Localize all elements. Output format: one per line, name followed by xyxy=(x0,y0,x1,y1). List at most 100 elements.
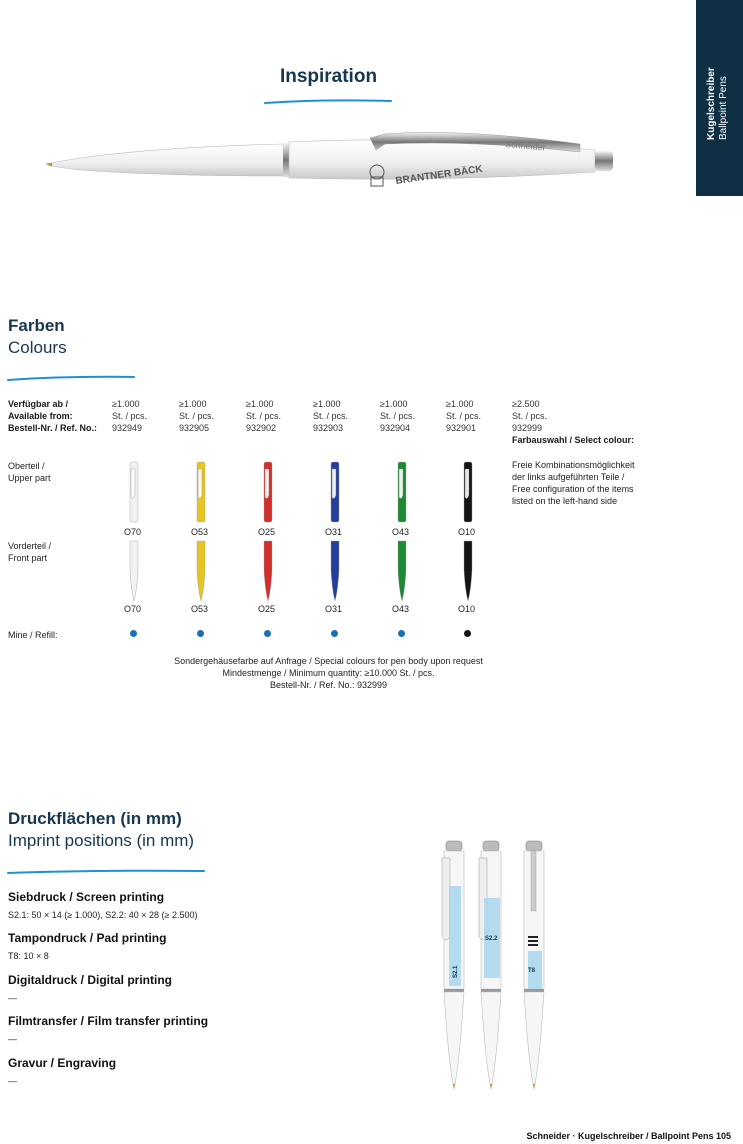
page-footer: Schneider · Kugelschreiber / Ballpoint P… xyxy=(526,1131,731,1141)
label-available-en: Available from: xyxy=(8,411,73,421)
colour-unit: St. / pcs. xyxy=(313,411,349,421)
select-heading: Farbauswahl / Select colour: xyxy=(512,435,635,445)
label-ref: Bestell-Nr. / Ref. No.: xyxy=(8,423,98,433)
imprint-method-pad: Tampondruck / Pad printing xyxy=(8,931,167,945)
special-colours-note: Sondergehäusefarbe auf Anfrage / Special… xyxy=(0,655,657,691)
refill-dot xyxy=(130,630,137,637)
note-line: Bestell-Nr. / Ref. No.: 932999 xyxy=(269,680,388,690)
front-part-O70 xyxy=(129,540,139,602)
colour-ref: 932905 xyxy=(179,423,210,433)
select-unit: St. / pcs. xyxy=(512,411,548,421)
colour-qty: ≥1.000 xyxy=(446,399,474,409)
colour-unit: St. / pcs. xyxy=(380,411,416,421)
select-line: der links aufgeführten Teile / xyxy=(512,472,625,482)
imprint-zone-label: S2.1 xyxy=(453,965,459,978)
colours-underline xyxy=(7,375,135,381)
colours-title: Farben xyxy=(8,316,65,335)
front-code: O70 xyxy=(124,604,142,614)
section-side-tab: Kugelschreiber Ballpoint Pens xyxy=(696,0,743,196)
front-part-O31 xyxy=(330,540,340,602)
colour-unit: St. / pcs. xyxy=(246,411,282,421)
front-code: O10 xyxy=(458,604,476,614)
label-front-en: Front part xyxy=(8,553,48,563)
upper-code: O43 xyxy=(392,527,410,537)
front-part-O53 xyxy=(196,540,206,602)
front-code: O31 xyxy=(325,604,343,614)
upper-code: O10 xyxy=(458,527,476,537)
colour-ref: 932901 xyxy=(446,423,477,433)
colour-ref: 932903 xyxy=(313,423,344,433)
front-code: O43 xyxy=(392,604,410,614)
note-line: Mindestmenge / Minimum quantity: ≥10.000… xyxy=(222,668,435,678)
colour-qty: ≥1.000 xyxy=(179,399,207,409)
availability-labels: Verfügbar ab / Available from: Bestell-N… xyxy=(8,398,97,434)
upper-part-O25 xyxy=(263,461,273,523)
imprint-method-digital: Digitaldruck / Digital printing xyxy=(8,973,173,987)
colour-qty: ≥1.000 xyxy=(380,399,408,409)
front-code: O25 xyxy=(258,604,276,614)
select-ref: 932999 xyxy=(512,423,543,433)
imprint-detail-film: — xyxy=(8,1034,17,1044)
upper-code: O70 xyxy=(124,527,142,537)
refill-dot xyxy=(331,630,338,637)
colour-ref: 932902 xyxy=(246,423,277,433)
refill-dot xyxy=(464,630,471,637)
imprint-zone-T8 xyxy=(528,951,542,989)
colour-qty: ≥1.000 xyxy=(246,399,274,409)
front-code: O53 xyxy=(191,604,209,614)
colour-ref: 932949 xyxy=(112,423,143,433)
upper-part-O10 xyxy=(463,461,473,523)
label-front-de: Vorderteil / xyxy=(8,541,52,551)
colour-ref: 932904 xyxy=(380,423,411,433)
refill-dot xyxy=(264,630,271,637)
colour-qty: ≥1.000 xyxy=(313,399,341,409)
imprint-method-screen: Siebdruck / Screen printing xyxy=(8,890,165,904)
imprint-zone-S2.1 xyxy=(449,886,461,986)
side-tab-subtitle: Ballpoint Pens xyxy=(717,76,729,140)
select-colour-column: ≥2.500 St. / pcs. 932999 xyxy=(512,398,582,434)
imprint-zone-label: T8 xyxy=(528,968,536,974)
label-upper-de: Oberteil / xyxy=(8,461,45,471)
upper-part-O70 xyxy=(129,461,139,523)
label-upper: Oberteil / Upper part xyxy=(8,460,51,484)
colour-unit: St. / pcs. xyxy=(446,411,482,421)
front-part-O10 xyxy=(463,540,473,602)
imprint-pen-S2.2: S2.2 xyxy=(478,840,502,1090)
hero-pen-brand: Schneider xyxy=(505,139,546,152)
imprint-detail-pad: T8: 10 × 8 xyxy=(8,951,49,961)
inspiration-underline xyxy=(264,99,392,104)
colour-qty: ≥1.000 xyxy=(112,399,140,409)
upper-part-O31 xyxy=(330,461,340,523)
select-qty: ≥2.500 xyxy=(512,399,540,409)
select-line: Freie Kombinationsmöglichkeit xyxy=(512,460,635,470)
upper-part-O43 xyxy=(397,461,407,523)
imprint-method-film: Filmtransfer / Film transfer printing xyxy=(8,1014,209,1028)
upper-part-O53 xyxy=(196,461,206,523)
imprint-pens-image: S2.1 S2.2T8 xyxy=(441,840,545,1090)
colours-subtitle: Colours xyxy=(8,338,67,357)
front-part-O25 xyxy=(263,540,273,602)
imprint-underline xyxy=(7,869,205,874)
imprint-pen-S2.1: S2.1 xyxy=(441,840,465,1090)
upper-code: O25 xyxy=(258,527,276,537)
note-line: Sondergehäusefarbe auf Anfrage / Special… xyxy=(174,656,483,666)
label-upper-en: Upper part xyxy=(8,473,51,483)
imprint-subtitle: Imprint positions (in mm) xyxy=(8,831,195,850)
imprint-zone-label: S2.2 xyxy=(485,936,498,942)
refill-dot xyxy=(197,630,204,637)
imprint-detail-screen: S2.1: 50 × 14 (≥ 1.000), S2.2: 40 × 28 (… xyxy=(8,910,198,920)
side-tab-title: Kugelschreiber xyxy=(705,67,717,140)
imprint-title: Druckflächen (in mm) xyxy=(8,809,182,828)
imprint-detail-engraving: — xyxy=(8,1076,17,1086)
colour-unit: St. / pcs. xyxy=(179,411,215,421)
select-description: Freie Kombinationsmöglichkeit der links … xyxy=(512,459,682,507)
upper-code: O53 xyxy=(191,527,209,537)
select-line: Free configuration of the items xyxy=(512,484,634,494)
hero-pen-image: Schneider BRANTNER BÄCK xyxy=(45,132,613,187)
select-line: listed on the left-hand side xyxy=(512,496,618,506)
